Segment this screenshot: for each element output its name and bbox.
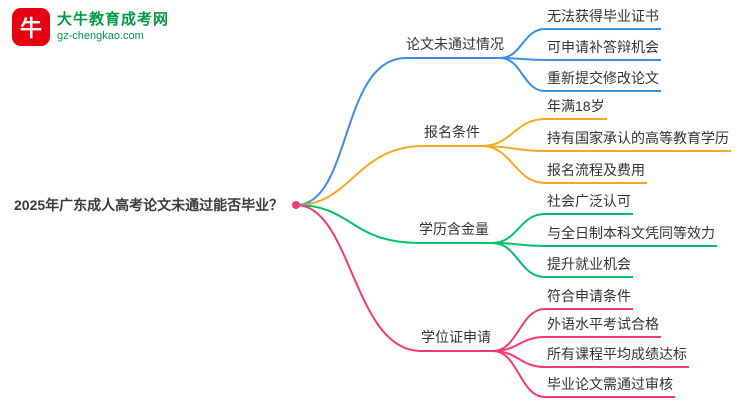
site-logo: 牛 大牛教育成考网 gz-chengkao.com	[12, 8, 169, 46]
site-url: gz-chengkao.com	[57, 30, 144, 42]
leaf-node: 年满18岁	[545, 97, 607, 120]
leaf-node: 提升就业机会	[545, 255, 633, 278]
branch-node-thesis-fail: 论文未通过情况	[404, 35, 506, 59]
connector	[481, 145, 546, 184]
connector	[295, 204, 422, 352]
branch-node-degree-apply: 学位证申请	[419, 328, 493, 352]
leaf-node: 报名流程及费用	[545, 161, 647, 184]
bull-logo-icon: 牛	[12, 8, 50, 46]
leaf-node: 持有国家承认的高等教育学历	[545, 129, 731, 152]
branch-node-requirements: 报名条件	[422, 123, 482, 147]
branch-node-degree-value: 学历含金量	[417, 220, 491, 244]
connector	[481, 118, 546, 147]
connector	[499, 57, 546, 92]
root-dot	[292, 201, 300, 209]
site-name: 大牛教育成考网	[57, 11, 170, 28]
leaf-node: 重新提交修改论文	[545, 69, 661, 92]
connector	[295, 57, 407, 206]
leaf-node: 社会广泛认可	[545, 192, 633, 215]
logo-text-block: 大牛教育成考网 gz-chengkao.com	[57, 11, 169, 43]
connector	[492, 350, 546, 398]
connector	[491, 213, 546, 244]
root-node: 2025年广东成人高考论文未通过能否毕业？	[14, 197, 284, 213]
connector	[491, 242, 546, 278]
leaf-node: 所有课程平均成绩达标	[545, 345, 689, 368]
connector	[295, 145, 425, 206]
connector	[499, 28, 546, 59]
leaf-node: 毕业论文需通过审核	[545, 375, 675, 398]
connector	[295, 204, 420, 244]
leaf-node: 可申请补答辩机会	[545, 38, 661, 61]
leaf-node: 与全日制本科文凭同等效力	[545, 224, 717, 247]
leaf-node: 符合申请条件	[545, 287, 633, 310]
leaf-node: 外语水平考试合格	[545, 315, 661, 338]
leaf-node: 无法获得毕业证书	[545, 7, 661, 30]
